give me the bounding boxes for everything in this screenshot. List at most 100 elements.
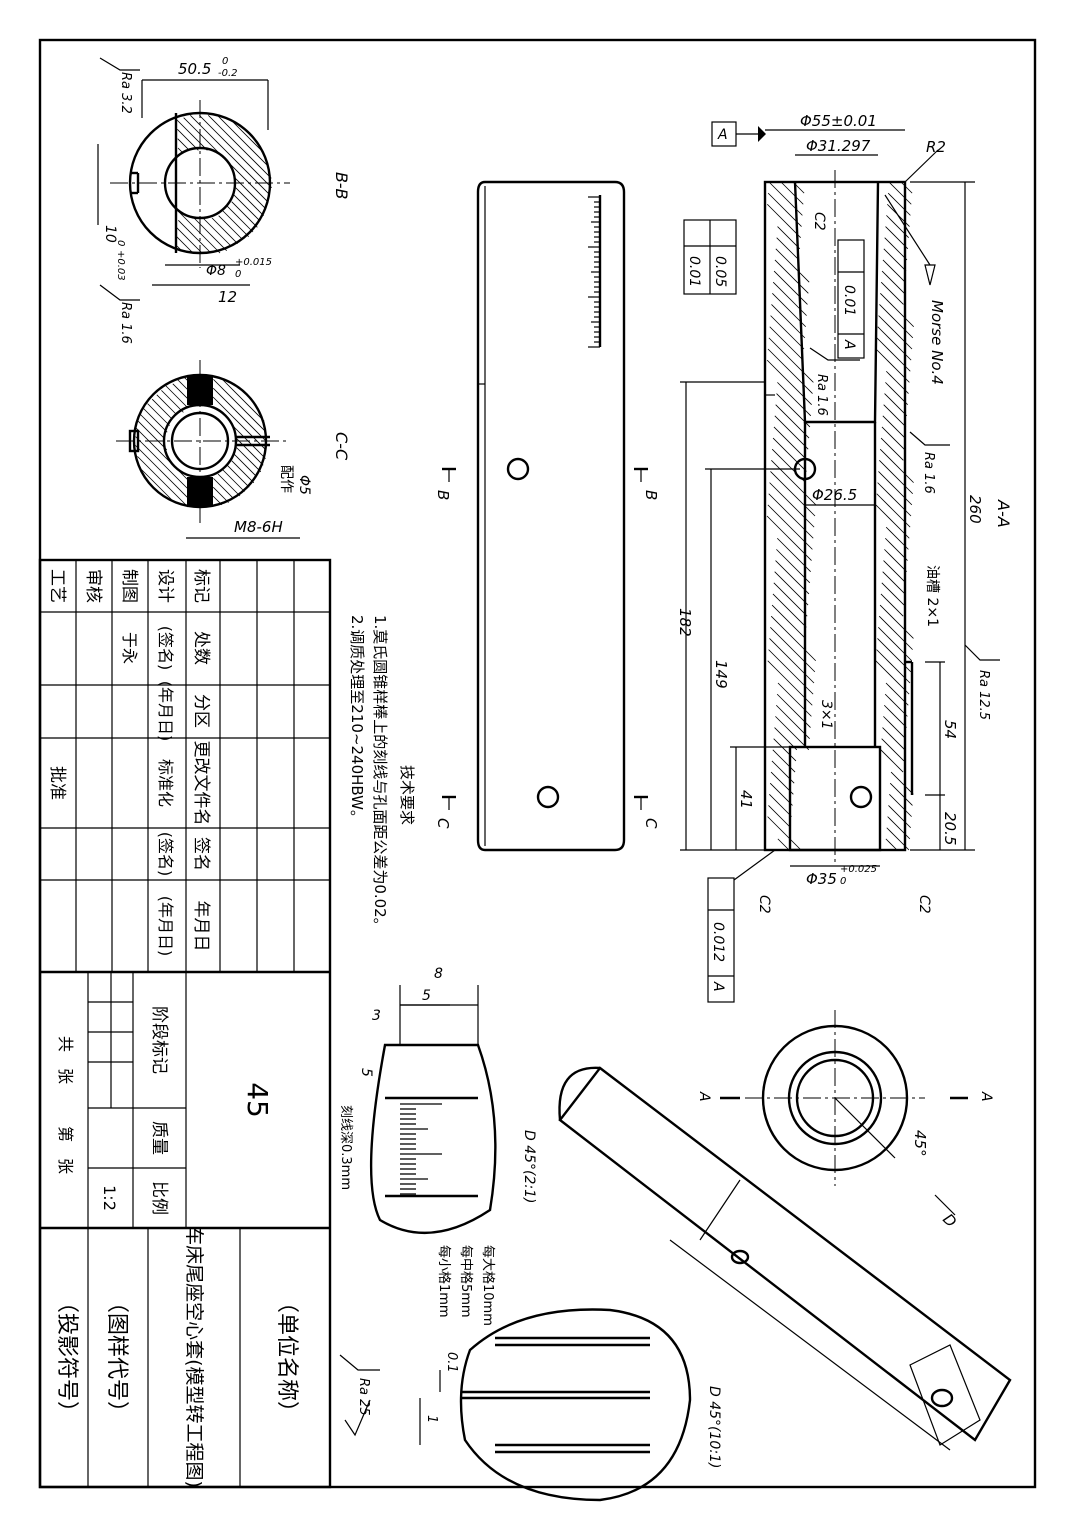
aa-morse: Morse No.4: [928, 300, 946, 385]
aa-d55: Φ55±0.01: [800, 112, 877, 130]
detail-d1-ticks: [400, 1103, 442, 1195]
section-aa: Φ55±0.01 Φ31.297 R2 C2 Morse No.4 260 18…: [676, 112, 1013, 1003]
bb-ra16: Ra 1.6: [118, 302, 133, 344]
general-roughness: Ra 25: [339, 1354, 380, 1437]
revision-header-4: 签名: [191, 837, 211, 871]
aa-d35: Φ35: [806, 870, 837, 888]
end-view: A A 45° D: [696, 1010, 994, 1231]
fcf-runout1-datum: A: [841, 339, 857, 350]
sign-row-draw: 制图: [119, 569, 139, 603]
aa-undercut: 3×1: [818, 700, 834, 730]
bb-w10: 10: [102, 225, 118, 243]
bb-d8-tol: +0.015: [235, 257, 272, 268]
cc-thread: M8-6H: [234, 518, 283, 536]
end-cut-a-right: A: [978, 1091, 994, 1102]
drawing-code: （图样代号）: [104, 1291, 129, 1423]
aa-ra16b: Ra 1.6: [921, 452, 936, 494]
aa-len149: 149: [712, 660, 730, 689]
aa-r2: R2: [926, 138, 946, 156]
revision-header-1: 处数: [191, 631, 211, 665]
bb-label: B-B: [332, 172, 351, 199]
bb-d8-tol0: 0: [235, 269, 241, 280]
d1-h5: 5: [358, 1068, 374, 1077]
sign-col-4: (年月日): [156, 896, 175, 957]
cut-label-c-right: C: [642, 818, 660, 829]
d1-w8: 8: [434, 966, 443, 982]
aa-d35-tol0: 0: [840, 876, 846, 887]
d2-label: D 45°(10:1): [706, 1386, 722, 1468]
stage-label: 阶段标记: [149, 1006, 169, 1074]
scale-value: 1:2: [100, 1185, 119, 1211]
aa-c2-left: C2: [756, 895, 772, 914]
aa-label: A-A: [994, 499, 1013, 528]
aa-len260: 260: [966, 495, 984, 524]
sheets-total: 共 张: [56, 1036, 75, 1084]
notes-heading: 技术要求: [398, 765, 416, 825]
note-2: 2.调质处理至210~240HBW。: [348, 615, 366, 825]
technical-notes: 技术要求 1.莫氏圆锥样棒上的刻线与孔面距公差为0.02。 2.调质处理至210…: [348, 615, 416, 933]
sign-row-review: 审核: [83, 569, 103, 603]
sign-col-3: (签名): [156, 832, 175, 877]
hatch-bb: [176, 115, 272, 254]
d2-w01: 0.1: [444, 1352, 459, 1373]
fcf-runout2: 0.012: [710, 922, 726, 962]
aa-ra16a: Ra 1.6: [814, 374, 829, 416]
revision-header-5: 年月日: [191, 901, 211, 952]
section-bb: 50.5 0 -0.2 Ra 3.2 10 +0.03 0 12 Φ8 +0.0…: [97, 56, 351, 344]
d1-leader-mid: 每中格5mm: [458, 1245, 474, 1318]
isometric-view: [558, 1066, 1012, 1451]
cc-d5: Φ5: [296, 475, 312, 495]
unit-name: （单位名称）: [274, 1291, 299, 1423]
aa-d31: Φ31.297: [806, 137, 871, 155]
title-block: 标记 处数 分区 更改文件名 签名 年月日 设计 制图 审核 工艺 (签名) (…: [38, 558, 332, 1489]
d1-w5: 5: [422, 988, 431, 1004]
hatch-aa: [766, 181, 915, 851]
sign-row-process: 工艺: [47, 569, 67, 603]
end-cut-a-left: A: [696, 1091, 712, 1102]
d1-leader-small: 每小格1mm: [436, 1245, 452, 1318]
projection-symbol: （投影符号）: [54, 1291, 79, 1423]
aa-len41: 41: [737, 790, 755, 809]
aa-len54: 54: [941, 720, 959, 739]
mass-label: 质量: [149, 1121, 169, 1155]
general-ra: Ra 25: [356, 1378, 371, 1416]
revision-header-0: 标记: [191, 569, 211, 603]
end-view-d: D: [939, 1210, 960, 1231]
sign-col-2: 标准化: [156, 759, 175, 807]
cc-label: C-C: [332, 432, 351, 461]
d1-leader-big: 每大格10mm: [480, 1245, 496, 1326]
aa-ra125: Ra 12.5: [976, 670, 991, 720]
scale-ticks: [588, 196, 600, 348]
aa-d26: Φ26.5: [812, 486, 857, 504]
fcf-cylindricity: 0.01: [686, 256, 702, 287]
aa-groove: 油槽 2×1: [924, 565, 940, 627]
bb-w10-tol: +0.03: [115, 250, 126, 281]
note-1: 1.莫氏圆锥样棒上的刻线与孔面距公差为0.02。: [371, 615, 389, 933]
bb-d8: Φ8: [206, 263, 226, 279]
bb-w50-up: 0: [222, 56, 228, 67]
fcf-runout1: 0.01: [841, 285, 857, 316]
aa-c2-top: C2: [811, 212, 827, 231]
drawing-title: 车床尾座空心套(模型转工程图): [183, 1226, 205, 1488]
fcf-circularity: 0.05: [712, 256, 728, 287]
cut-label-b-right: B: [642, 490, 660, 500]
sign-col-1: (年月日): [156, 681, 175, 742]
bb-w10-tol0: 0: [115, 240, 126, 246]
d2-w1: 1: [424, 1415, 439, 1423]
approve-label: 批准: [47, 766, 67, 800]
cut-label-b-left: B: [434, 490, 452, 500]
end-angle: 45°: [911, 1130, 929, 1157]
bb-ra32: Ra 3.2: [118, 72, 133, 114]
section-cc: Φ5 配作 M8-6H C-C: [116, 360, 351, 539]
aa-len182: 182: [676, 608, 694, 637]
d1-w3: 3: [372, 1008, 381, 1024]
revision-header-2: 分区: [191, 694, 211, 728]
cut-label-c-left: C: [434, 818, 452, 829]
sign-col-0: (签名): [156, 626, 175, 671]
bb-w50-low: -0.2: [218, 68, 238, 79]
front-view: B B C C: [434, 180, 660, 852]
hatch-cc: [135, 376, 267, 508]
sheet-number: 第 张: [56, 1126, 75, 1174]
